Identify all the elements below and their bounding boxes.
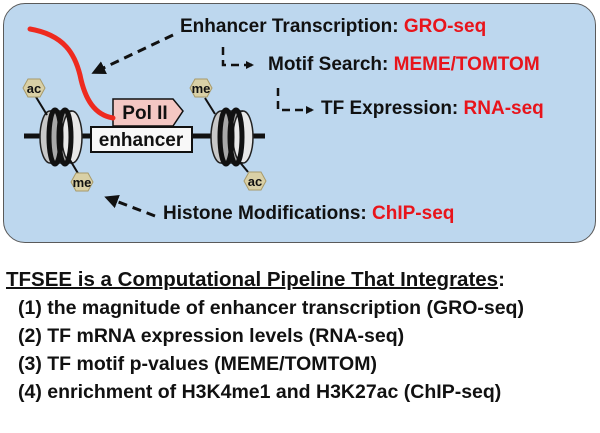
pol-ii-label: Pol II xyxy=(122,103,167,124)
enhancer-diagram: ac me me ac enhancer Pol II xyxy=(22,26,314,218)
step-technique: ChIP-seq xyxy=(372,203,455,224)
step-motif-search: Motif Search: MEME/TOMTOM xyxy=(268,54,540,76)
step-enhancer-transcription: Enhancer Transcription: GRO-seq xyxy=(180,16,486,38)
summary-heading: TFSEE is a Computational Pipeline That I… xyxy=(6,268,524,292)
nucleosome-right xyxy=(210,107,254,167)
rna-transcript xyxy=(27,26,116,121)
step-technique: RNA-seq xyxy=(463,98,544,119)
step-technique: GRO-seq xyxy=(403,16,487,37)
histone-mark-label: me xyxy=(73,175,92,190)
enhancer-box: enhancer xyxy=(90,126,193,153)
arrow-to-motif-search xyxy=(221,47,254,69)
summary-heading-colon: : xyxy=(498,268,505,291)
arrow-histone-modifications xyxy=(104,195,156,218)
arrow-enhancer-transcription xyxy=(91,33,174,75)
histone-mark-left-bottom: me xyxy=(70,172,94,192)
arrow-to-tf-expression xyxy=(276,88,314,114)
summary-section: TFSEE is a Computational Pipeline That I… xyxy=(6,268,524,404)
histone-mark-right-top: me xyxy=(189,78,213,98)
histone-mark-right-bottom: ac xyxy=(243,171,267,191)
step-technique: MEME/TOMTOM xyxy=(393,54,540,75)
step-histone-modifications: Histone Modifications: ChIP-seq xyxy=(163,203,454,225)
step-name: TF Expression: xyxy=(321,98,459,119)
step-name: Histone Modifications: xyxy=(163,203,367,224)
summary-item: (1) the magnitude of enhancer transcript… xyxy=(18,297,524,319)
pol-ii: Pol II xyxy=(112,98,184,127)
summary-item: (3) TF motif p-values (MEME/TOMTOM) xyxy=(18,353,377,375)
enhancer-label: enhancer xyxy=(99,130,184,151)
histone-mark-label: ac xyxy=(27,81,41,96)
histone-mark-left-top: ac xyxy=(22,78,46,98)
histone-mark-label: ac xyxy=(248,174,262,189)
summary-heading-text: TFSEE is a Computational Pipeline That I… xyxy=(6,268,499,291)
step-name: Motif Search: xyxy=(268,54,389,75)
step-tf-expression: TF Expression: RNA-seq xyxy=(321,98,544,120)
nucleosome-left xyxy=(39,107,83,167)
diagram-panel xyxy=(3,3,596,243)
histone-mark-label: me xyxy=(192,81,211,96)
summary-item: (4) enrichment of H3K4me1 and H3K27ac (C… xyxy=(18,381,502,403)
step-name: Enhancer Transcription: xyxy=(180,16,399,37)
summary-item: (2) TF mRNA expression levels (RNA-seq) xyxy=(18,325,405,347)
